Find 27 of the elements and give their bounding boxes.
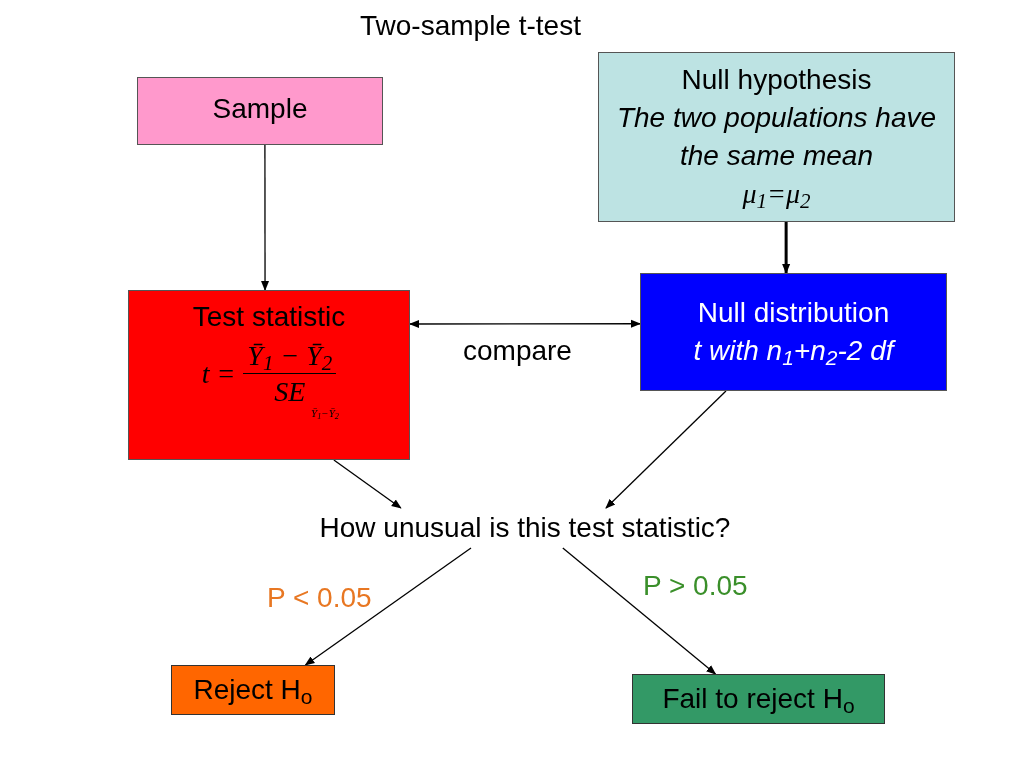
arrow [562,547,717,675]
hypothesis-box [598,52,955,222]
arrow [605,390,727,509]
formula-text: SE [274,375,306,409]
formula-text: Ȳ$_{1}$−Ȳ$_{2}$ [311,406,339,422]
box-heading: Fail to reject H$_{o}$ [662,682,855,718]
box-heading: Test statistic [192,300,346,334]
formula-text: t = [201,356,236,391]
arrow [409,319,641,328]
box-heading: Reject H$_{o}$ [193,673,313,709]
box-text: t with n$_{1}$+n$_{2}$-2 df [693,334,894,370]
arrow [333,459,402,509]
box-text: μ$_{1}$=μ$_{2}$ [742,177,811,213]
process-box [137,77,383,145]
distribution-box [640,273,947,391]
outcome-box [632,674,885,724]
arrow [782,222,791,274]
arrow [304,547,472,666]
box-heading: Null distribution [697,296,890,330]
box-heading: Null hypothesis [681,63,872,97]
arrow [261,144,270,291]
box-heading: Sample [212,92,308,126]
outcome-box [171,665,335,715]
question-text: How unusual is this test statistic? [319,511,731,545]
formula-text: Ȳ$_{1}$ − Ȳ$_{2}$ [243,338,337,374]
statistic-box [128,290,410,460]
diagram-title: Two-sample t-test [360,9,581,43]
